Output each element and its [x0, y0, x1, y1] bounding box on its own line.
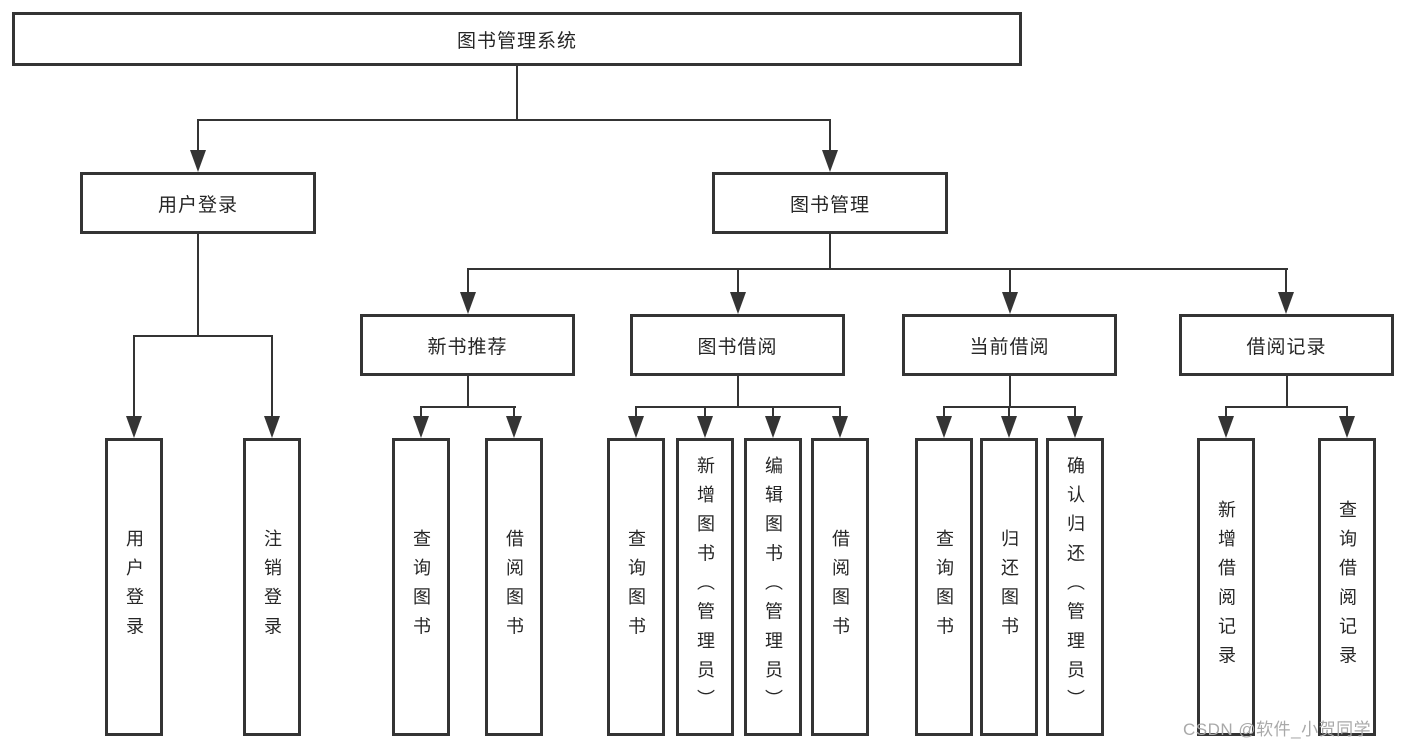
arrowhead-down [1278, 292, 1294, 314]
leaf-return-books: 归还图书 [980, 438, 1038, 736]
connector-line [1009, 376, 1011, 408]
connector-line [1009, 270, 1011, 294]
arrowhead-down [822, 150, 838, 172]
arrowhead-down [190, 150, 206, 172]
leaf-logout: 注销登录 [243, 438, 301, 736]
node-current-borrowing: 当前借阅 [902, 314, 1117, 376]
leaf-user-login: 用户登录 [105, 438, 163, 736]
connector-line [516, 66, 518, 121]
leaf-query-books-recommend: 查询图书 [392, 438, 450, 736]
connector-line [420, 406, 516, 408]
connector-line [829, 234, 831, 270]
connector-line [1074, 408, 1076, 418]
connector-line [1008, 408, 1010, 418]
arrowhead-down [765, 416, 781, 438]
connector-line [467, 268, 1288, 270]
node-user-login: 用户登录 [80, 172, 316, 234]
arrowhead-down [936, 416, 952, 438]
arrowhead-down [1002, 292, 1018, 314]
connector-line [635, 406, 841, 408]
arrowhead-down [126, 416, 142, 438]
connector-line [943, 406, 1076, 408]
node-borrowing-records: 借阅记录 [1179, 314, 1394, 376]
connector-line [635, 408, 637, 418]
connector-line [467, 376, 469, 408]
connector-line [197, 119, 831, 121]
connector-line [772, 408, 774, 418]
node-new-book-recommendation: 新书推荐 [360, 314, 575, 376]
arrowhead-down [1067, 416, 1083, 438]
connector-line [467, 270, 469, 294]
connector-line [737, 270, 739, 294]
connector-line [1346, 408, 1348, 418]
arrowhead-down [697, 416, 713, 438]
leaf-borrow-books-recommend: 借阅图书 [485, 438, 543, 736]
arrowhead-down [413, 416, 429, 438]
connector-line [829, 121, 831, 151]
connector-line [420, 408, 422, 418]
csdn-watermark: CSDN @软件_小贺同学 [1183, 720, 1372, 739]
arrowhead-down [730, 292, 746, 314]
connector-line [1286, 376, 1288, 408]
leaf-edit-books-admin: 编辑图书（管理员） [744, 438, 802, 736]
node-book-borrowing: 图书借阅 [630, 314, 845, 376]
connector-line [133, 337, 135, 417]
leaf-borrow-books: 借阅图书 [811, 438, 869, 736]
connector-line [1225, 408, 1227, 418]
connector-line [737, 376, 739, 408]
node-library-management-system: 图书管理系统 [12, 12, 1022, 66]
connector-line [513, 408, 515, 418]
connector-line [197, 234, 199, 337]
leaf-query-books-current: 查询图书 [915, 438, 973, 736]
node-book-management: 图书管理 [712, 172, 948, 234]
leaf-confirm-return-admin: 确认归还（管理员） [1046, 438, 1104, 736]
arrowhead-down [1001, 416, 1017, 438]
arrowhead-down [506, 416, 522, 438]
leaf-query-borrow-record: 查询借阅记录 [1318, 438, 1376, 736]
connector-line [704, 408, 706, 418]
connector-line [271, 337, 273, 417]
arrowhead-down [264, 416, 280, 438]
connector-line [839, 408, 841, 418]
connector-line [1285, 270, 1287, 294]
connector-line [1225, 406, 1348, 408]
arrowhead-down [628, 416, 644, 438]
leaf-query-books-borrowing: 查询图书 [607, 438, 665, 736]
leaf-add-books-admin: 新增图书（管理员） [676, 438, 734, 736]
arrowhead-down [1339, 416, 1355, 438]
connector-line [197, 121, 199, 151]
connector-line [133, 335, 273, 337]
arrowhead-down [832, 416, 848, 438]
arrowhead-down [1218, 416, 1234, 438]
arrowhead-down [460, 292, 476, 314]
leaf-add-borrow-record: 新增借阅记录 [1197, 438, 1255, 736]
connector-line [943, 408, 945, 418]
